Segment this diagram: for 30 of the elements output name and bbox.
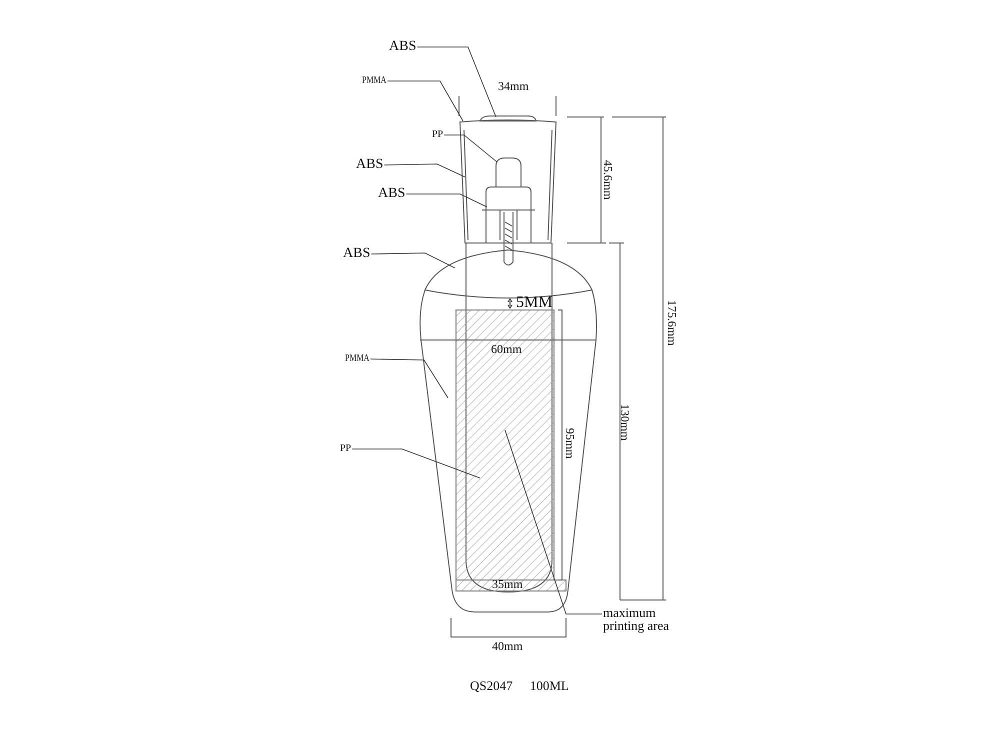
dimension-label: 95mm — [564, 428, 576, 459]
dimension-label: 175.6mm — [666, 300, 678, 346]
bottle-shoulder — [424, 250, 592, 298]
leader-line — [384, 164, 466, 178]
material-label: PMMA — [345, 354, 370, 364]
material-label: PP — [340, 444, 352, 454]
leader-line — [504, 430, 602, 614]
material-label: ABS — [378, 187, 406, 201]
leader-line — [444, 134, 498, 162]
dimension-label: 45.6mm — [602, 160, 614, 200]
leader-line — [352, 448, 480, 478]
caption: QS2047 100ML — [470, 679, 569, 692]
material-label: maximum printing area — [603, 606, 683, 632]
bottle-body — [420, 290, 597, 612]
leader-line — [370, 252, 456, 268]
cap-shell — [460, 120, 556, 244]
material-label: ABS — [343, 247, 370, 261]
leader-line — [387, 80, 464, 122]
dimension-label: 40mm — [492, 640, 523, 652]
dimension-label: 60mm — [491, 343, 522, 355]
material-label: ABS — [356, 158, 384, 172]
leader-line — [416, 46, 496, 118]
material-label: PMMA — [362, 76, 386, 86]
dimension-label: 34mm — [498, 80, 529, 92]
dimension-label: 130mm — [619, 404, 631, 441]
leader-line — [370, 358, 448, 398]
material-label: PP — [432, 130, 444, 140]
material-label: ABS — [389, 40, 416, 54]
dimension-label: 35mm — [492, 578, 523, 590]
leader-line — [406, 194, 488, 208]
